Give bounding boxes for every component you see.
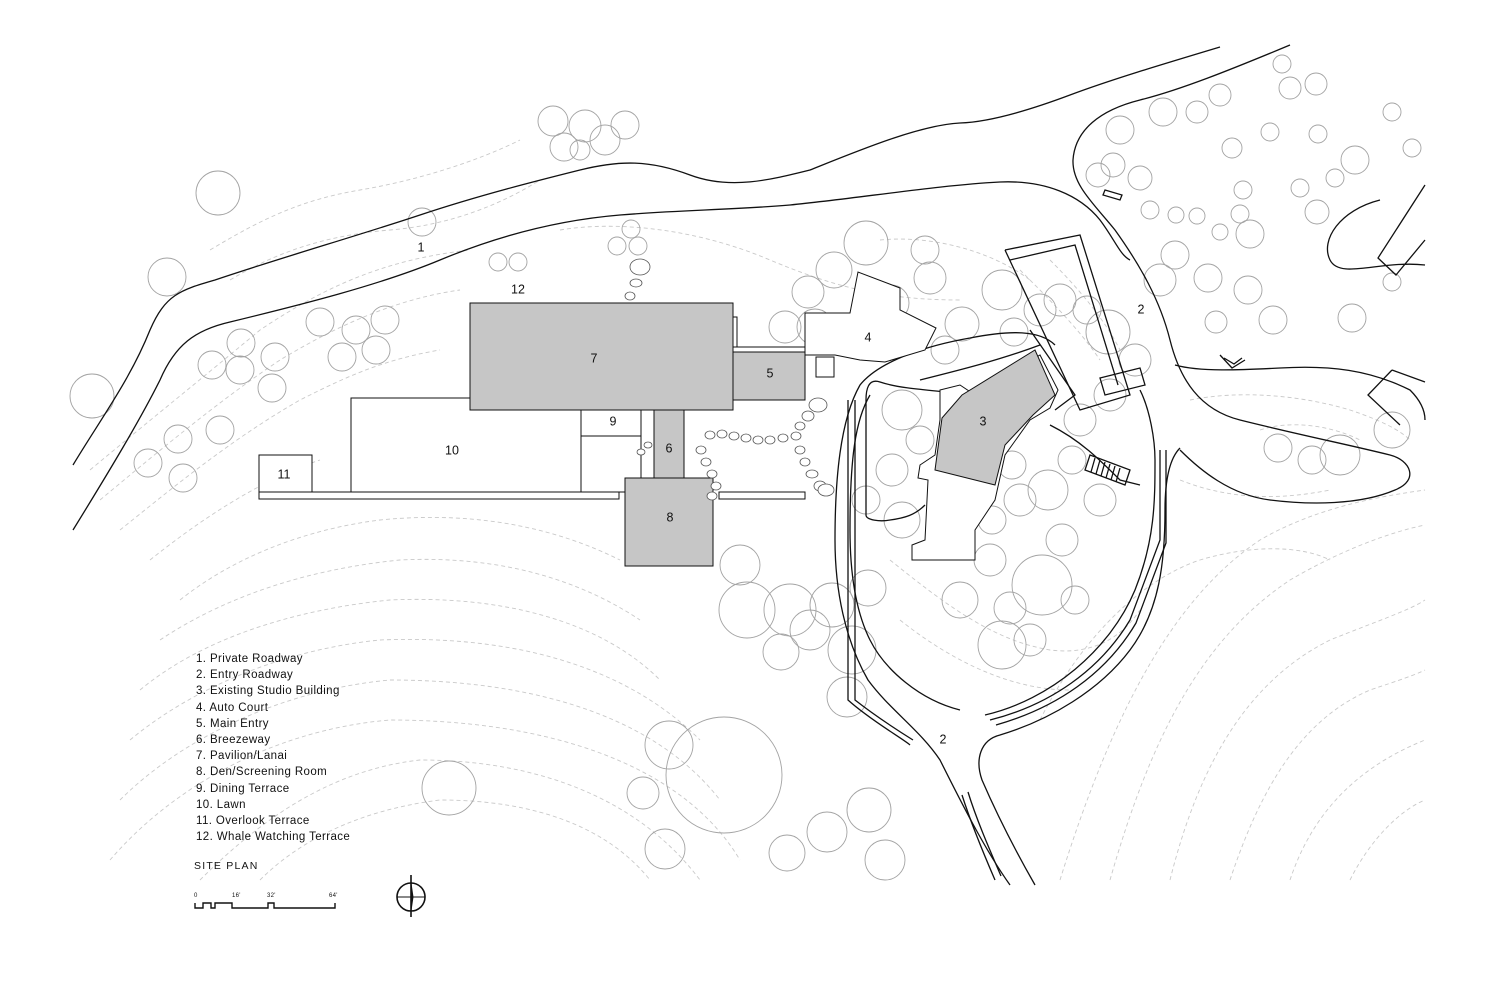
label-private-roadway: 1 xyxy=(418,240,425,254)
plan-labels: 1 2 2 3 4 5 6 7 8 9 10 11 12 xyxy=(278,240,1145,746)
auto-court xyxy=(804,271,937,363)
label-entry-roadway-east: 2 xyxy=(1138,302,1145,316)
main-entry xyxy=(732,351,806,401)
entry-roadway-east-inner xyxy=(1174,364,1426,421)
scale-label-64: 64' xyxy=(329,893,338,899)
drawing-title: SITE PLAN xyxy=(194,860,259,872)
private-roadway-south-edge xyxy=(72,181,1131,531)
scale-bar xyxy=(194,902,336,909)
legend-item: 4. Auto Court xyxy=(196,701,269,714)
entry-roadway-east-outer xyxy=(1072,44,1411,504)
legend-item: 10. Lawn xyxy=(196,798,246,811)
label-main-entry: 5 xyxy=(767,366,774,380)
roads xyxy=(72,44,1426,886)
entry-roadway-south-west-edge xyxy=(834,332,1056,886)
legend-item: 9. Dining Terrace xyxy=(196,782,290,795)
label-entry-roadway-south: 2 xyxy=(940,732,947,746)
buildings xyxy=(258,271,1059,567)
legend-item: 1. Private Roadway xyxy=(196,653,303,665)
label-breezeway: 6 xyxy=(666,441,673,455)
scale-label-32: 32' xyxy=(267,893,276,899)
label-pavilion: 7 xyxy=(591,351,598,365)
north-arrow-icon xyxy=(396,875,426,917)
entry-roadway-south-east-edge xyxy=(978,447,1181,886)
label-den: 8 xyxy=(667,510,674,524)
legend-item: 12. Whale Watching Terrace xyxy=(196,831,351,844)
breezeway xyxy=(653,409,685,479)
existing-studio-building xyxy=(934,349,1056,486)
stepping-stones xyxy=(624,258,835,501)
trees xyxy=(69,54,1422,881)
label-existing-studio: 3 xyxy=(980,414,987,428)
lawn xyxy=(350,397,582,493)
den-screening-room xyxy=(624,477,714,567)
legend-item: 11. Overlook Terrace xyxy=(196,815,310,828)
legend-item: 8. Den/Screening Room xyxy=(196,766,328,779)
entry-loop-east xyxy=(984,389,1156,716)
scale-label-16: 16' xyxy=(232,893,241,899)
whale-watching-terrace-base xyxy=(258,491,620,500)
contour-lines xyxy=(89,139,1426,881)
label-dining-terrace: 9 xyxy=(610,414,617,428)
legend-item: 6. Breezeway xyxy=(196,734,271,747)
label-lawn: 10 xyxy=(445,443,459,457)
label-whale-terrace: 12 xyxy=(511,282,525,296)
legend-item: 2. Entry Roadway xyxy=(196,669,294,682)
private-roadway-north-edge xyxy=(72,46,1221,466)
legend-item: 5. Main Entry xyxy=(196,717,269,730)
legend: 1. Private Roadway 2. Entry Roadway 3. E… xyxy=(196,651,366,845)
scale-label-0: 0 xyxy=(194,893,198,899)
pavilion-lanai xyxy=(469,302,734,411)
label-auto-court: 4 xyxy=(865,330,872,344)
overlook-terrace xyxy=(258,454,313,493)
legend-item: 7. Pavilion/Lanai xyxy=(196,750,288,763)
legend-item: 3. Existing Studio Building xyxy=(196,685,340,698)
label-overlook-terrace: 11 xyxy=(278,467,291,481)
